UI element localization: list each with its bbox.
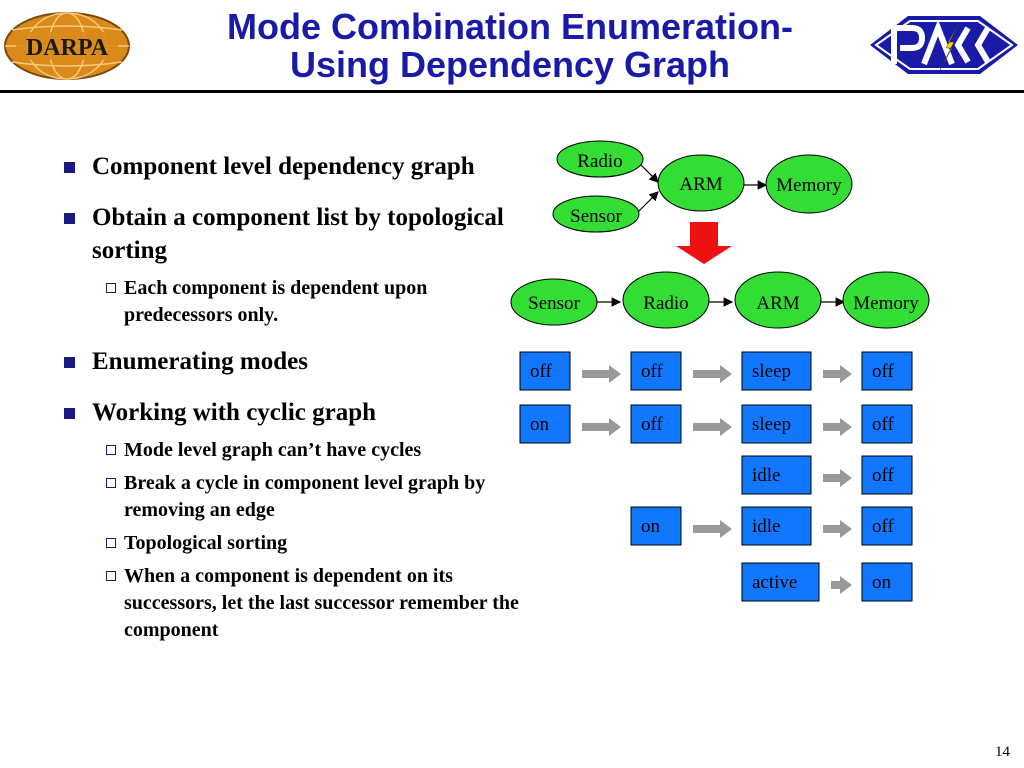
hollow-square-bullet-icon: [106, 538, 116, 548]
dependency-diagram: Radio Sensor ARM Memory Sensor Radio ARM…: [510, 140, 930, 602]
edge-sensor-arm: [637, 191, 659, 213]
slide-title: Mode Combination Enumeration- Using Depe…: [150, 8, 870, 84]
mode-label: on: [530, 414, 550, 435]
node-label: ARM: [679, 174, 722, 195]
gray-right-arrow-icon: [823, 418, 852, 436]
sub-bullet-item: Topological sorting: [94, 530, 522, 557]
hollow-square-bullet-icon: [106, 445, 116, 455]
gray-right-arrow-icon: [823, 469, 852, 487]
darpa-logo-text: DARPA: [26, 35, 109, 61]
mode-box: off: [519, 351, 571, 391]
gray-right-arrow-icon: [831, 576, 852, 594]
sub-bullet-item: Mode level graph can’t have cycles: [94, 437, 522, 464]
bullet-text: Obtain a component list by topological s…: [92, 204, 504, 264]
bullet-text: Working with cyclic graph: [92, 399, 377, 426]
mode-grid: off off sleep off on off sleep off idle off on idle…: [519, 351, 913, 602]
sorted-node-memory: Memory: [842, 271, 930, 329]
page-number: 14: [995, 744, 1010, 760]
mode-label: sleep: [752, 414, 791, 435]
sub-bullet-item: Each component is dependent upon predece…: [94, 275, 522, 329]
bullet-list: Component level dependency graph Obtain …: [62, 150, 522, 660]
mode-box: off: [630, 351, 682, 391]
mode-label: idle: [752, 465, 781, 486]
mode-box: idle: [741, 506, 812, 546]
node-label: Memory: [776, 175, 842, 196]
square-bullet-icon: [64, 357, 75, 368]
mode-label: off: [530, 361, 552, 382]
gray-right-arrow-icon: [823, 365, 852, 383]
mode-box: off: [861, 351, 913, 391]
mode-label: off: [872, 361, 894, 382]
node-label: Sensor: [570, 206, 622, 227]
gray-right-arrow-icon: [693, 520, 732, 538]
sub-bullet-text: Mode level graph can’t have cycles: [124, 439, 422, 461]
mode-box: on: [861, 562, 913, 602]
mode-box: sleep: [741, 351, 812, 391]
bullet-text: Enumerating modes: [92, 348, 308, 375]
sub-bullet-text: Break a cycle in component level graph b…: [124, 472, 486, 521]
mode-label: off: [872, 414, 894, 435]
mode-box: on: [630, 506, 682, 546]
edge-radio-arm: [637, 161, 659, 183]
mode-label: off: [641, 414, 663, 435]
mode-label: sleep: [752, 361, 791, 382]
mode-box: off: [861, 455, 913, 495]
mode-label: idle: [752, 516, 781, 537]
mode-box: active: [741, 562, 820, 602]
bullet-text: Component level dependency graph: [92, 153, 475, 180]
node-label: Radio: [577, 151, 622, 172]
mode-box: idle: [741, 455, 812, 495]
node-label: ARM: [756, 293, 799, 314]
mode-label: active: [752, 572, 797, 593]
mode-label: on: [641, 516, 661, 537]
gray-right-arrow-icon: [693, 418, 732, 436]
gray-right-arrow-icon: [582, 365, 621, 383]
sorted-node-sensor: Sensor: [510, 278, 598, 326]
red-down-arrow-icon: [676, 222, 732, 264]
node-label: Radio: [643, 293, 688, 314]
mode-box: off: [630, 404, 682, 444]
title-divider: [0, 90, 1024, 93]
gray-right-arrow-icon: [823, 520, 852, 538]
mode-box: sleep: [741, 404, 812, 444]
title-line-2: Using Dependency Graph: [289, 44, 731, 85]
sub-bullet-text: When a component is dependent on its suc…: [124, 565, 519, 641]
sorted-node-arm: ARM: [734, 271, 822, 329]
square-bullet-icon: [64, 162, 75, 173]
hollow-square-bullet-icon: [106, 571, 116, 581]
hollow-square-bullet-icon: [106, 283, 116, 293]
mode-box: off: [861, 506, 913, 546]
sub-bullet-item: When a component is dependent on its suc…: [94, 563, 522, 644]
node-radio: Radio: [556, 140, 644, 178]
gray-right-arrow-icon: [582, 418, 621, 436]
node-label: Memory: [853, 293, 919, 314]
square-bullet-icon: [64, 213, 75, 224]
node-sensor: Sensor: [552, 195, 640, 233]
hollow-square-bullet-icon: [106, 478, 116, 488]
bullet-item: Working with cyclic graph: [62, 396, 522, 429]
bullet-item: Obtain a component list by topological s…: [62, 201, 522, 267]
sorted-node-radio: Radio: [622, 271, 710, 329]
mode-label: off: [641, 361, 663, 382]
node-memory: Memory: [765, 154, 853, 214]
mode-box: on: [519, 404, 571, 444]
mode-label: off: [872, 516, 894, 537]
gray-right-arrow-icon: [693, 365, 732, 383]
pacc-logo: [870, 16, 1018, 74]
bullet-item: Enumerating modes: [62, 345, 522, 378]
sub-bullet-text: Each component is dependent upon predece…: [124, 277, 428, 326]
sub-bullet-item: Break a cycle in component level graph b…: [94, 470, 522, 524]
mode-label: on: [872, 572, 892, 593]
mode-box: off: [861, 404, 913, 444]
bullet-item: Component level dependency graph: [62, 150, 522, 183]
node-arm: ARM: [657, 154, 745, 212]
node-label: Sensor: [528, 293, 580, 314]
title-line-1: Mode Combination Enumeration-: [227, 6, 793, 47]
darpa-logo: DARPA: [4, 12, 130, 80]
mode-label: off: [872, 465, 894, 486]
sub-bullet-text: Topological sorting: [124, 532, 288, 554]
square-bullet-icon: [64, 408, 75, 419]
